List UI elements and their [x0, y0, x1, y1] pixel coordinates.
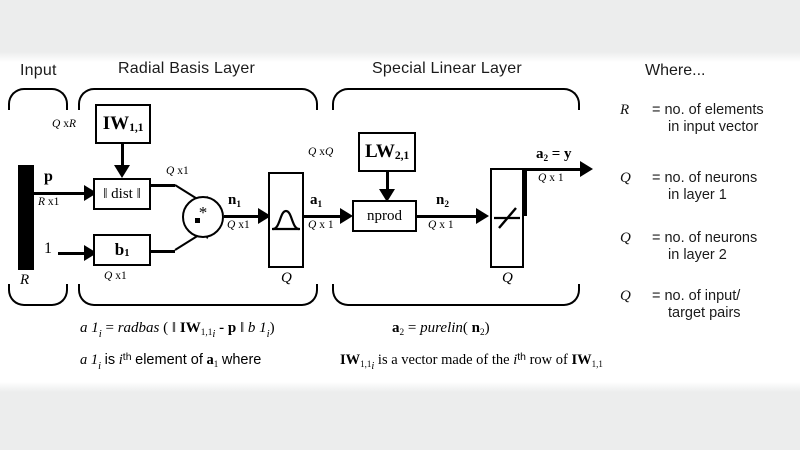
dim-a1: Q x 1 — [308, 219, 334, 231]
wire-a1 — [304, 215, 344, 218]
brace-special-linear-bottom — [332, 284, 580, 306]
wire-n2 — [417, 215, 479, 218]
block-lw-label: LW — [364, 141, 395, 162]
block-purelin — [490, 168, 524, 268]
where-entry-2: = no. of neurons in layer 2 — [652, 230, 757, 264]
bottom-letterbox-band — [0, 382, 800, 450]
signal-n1-label: n1 — [228, 192, 241, 210]
where-entry-0-line1: = no. of elements — [652, 102, 764, 118]
block-iw-label: IW — [102, 113, 130, 134]
brace-special-linear-top — [332, 88, 580, 110]
arrowhead-n1-into-radbas — [258, 208, 271, 224]
where-symbol-2: Q — [620, 230, 631, 246]
signal-one-label: 1 — [44, 240, 52, 257]
signal-a2-label: a2 = y — [536, 146, 572, 164]
where-entry-3-line1: = no. of input/ — [652, 288, 741, 304]
layer1-size-label: Q — [281, 270, 292, 286]
operator-dot-multiply: * — [182, 196, 224, 238]
where-symbol-0: R — [620, 102, 630, 118]
where-entry-1-line2: in layer 1 — [668, 187, 727, 203]
where-entry-3-line2: target pairs — [668, 305, 741, 321]
where-title: Where... — [645, 62, 706, 79]
brace-radial-basis-bottom — [78, 284, 318, 306]
section-title-radial-basis: Radial Basis Layer — [118, 60, 255, 77]
block-iw-subscript: 1,1 — [129, 120, 144, 134]
asterisk-icon: * — [198, 203, 208, 223]
purelin-transfer-icon — [494, 207, 520, 229]
signal-p-label: p — [44, 168, 53, 185]
wire-n1 — [224, 215, 262, 218]
dot-icon — [195, 217, 201, 223]
signal-n2-label: n2 — [436, 192, 449, 210]
equation-note-right: IW1,1i is a vector made of the ith row o… — [340, 351, 603, 373]
layer2-size-label: Q — [502, 270, 513, 286]
brace-radial-basis-top — [78, 88, 318, 110]
dim-dist-out: Q x1 — [166, 165, 189, 177]
dim-p: R x1 — [38, 196, 60, 208]
wire-iw-to-dist — [121, 144, 124, 168]
where-entry-1-line1: = no. of neurons — [652, 170, 758, 186]
input-vector-bar — [18, 165, 34, 270]
block-nprod: nprod — [352, 200, 417, 232]
block-bias1-subscript: 1 — [124, 247, 130, 259]
wire-a2-h — [524, 168, 586, 171]
wire-lw-to-nprod — [386, 172, 389, 192]
wire-dist-out-h — [151, 184, 175, 187]
block-dist-label: ‖ dist ‖ — [103, 185, 141, 202]
radbas-transfer-icon — [272, 209, 300, 231]
where-entry-1: = no. of neurons in layer 1 — [652, 170, 757, 204]
equation-radbas: a 1i = radbas ( ‖ IW1,1i - p ‖ b 1i) — [80, 320, 275, 341]
arrowhead-iw-into-dist — [114, 165, 130, 178]
block-nprod-label: nprod — [367, 207, 402, 224]
dim-iw-in: Q xR — [52, 118, 76, 130]
arrowhead-n2-into-purelin — [476, 208, 489, 224]
equation-note-left: a 1i is ith element of a1 where — [80, 351, 262, 373]
block-radbas — [268, 172, 304, 268]
wire-purelin-to-a2 — [524, 168, 527, 216]
dim-bias1-out: Q x1 — [104, 270, 127, 282]
dim-a2: Q x 1 — [538, 172, 564, 184]
top-letterbox-band — [0, 0, 800, 62]
wire-bias-out-h — [151, 250, 175, 253]
wire-one — [58, 252, 86, 255]
block-dist: ‖ dist ‖ — [93, 178, 151, 210]
input-size-label: R — [20, 272, 30, 288]
brace-input-top — [8, 88, 68, 110]
arrowhead-a2-out — [580, 161, 593, 177]
signal-a1-label: a1 — [310, 192, 322, 210]
where-entry-2-line1: = no. of neurons — [652, 230, 758, 246]
section-title-input: Input — [20, 62, 57, 79]
block-lw-subscript: 2,1 — [394, 148, 410, 162]
where-entry-2-line2: in layer 2 — [668, 247, 727, 263]
where-symbol-1: Q — [620, 170, 631, 186]
dim-n2: Q x 1 — [428, 219, 454, 231]
where-symbol-3: Q — [620, 288, 631, 304]
where-entry-0-line2: in input vector — [668, 119, 759, 135]
dim-lw-in: Q xQ — [308, 146, 334, 158]
brace-input-bottom — [8, 284, 68, 306]
block-bias1-label: b — [114, 240, 125, 259]
where-entry-3: = no. of input/ target pairs — [652, 288, 741, 322]
arrowhead-lw-into-nprod — [379, 189, 395, 202]
arrowhead-a1-into-nprod — [340, 208, 353, 224]
wire-p — [34, 192, 86, 195]
equation-purelin: a2 = purelin( n2) — [392, 320, 490, 338]
dim-n1: Q x1 — [227, 219, 250, 231]
section-title-special-linear: Special Linear Layer — [372, 60, 522, 77]
where-entry-0: = no. of elements in input vector — [652, 102, 764, 136]
